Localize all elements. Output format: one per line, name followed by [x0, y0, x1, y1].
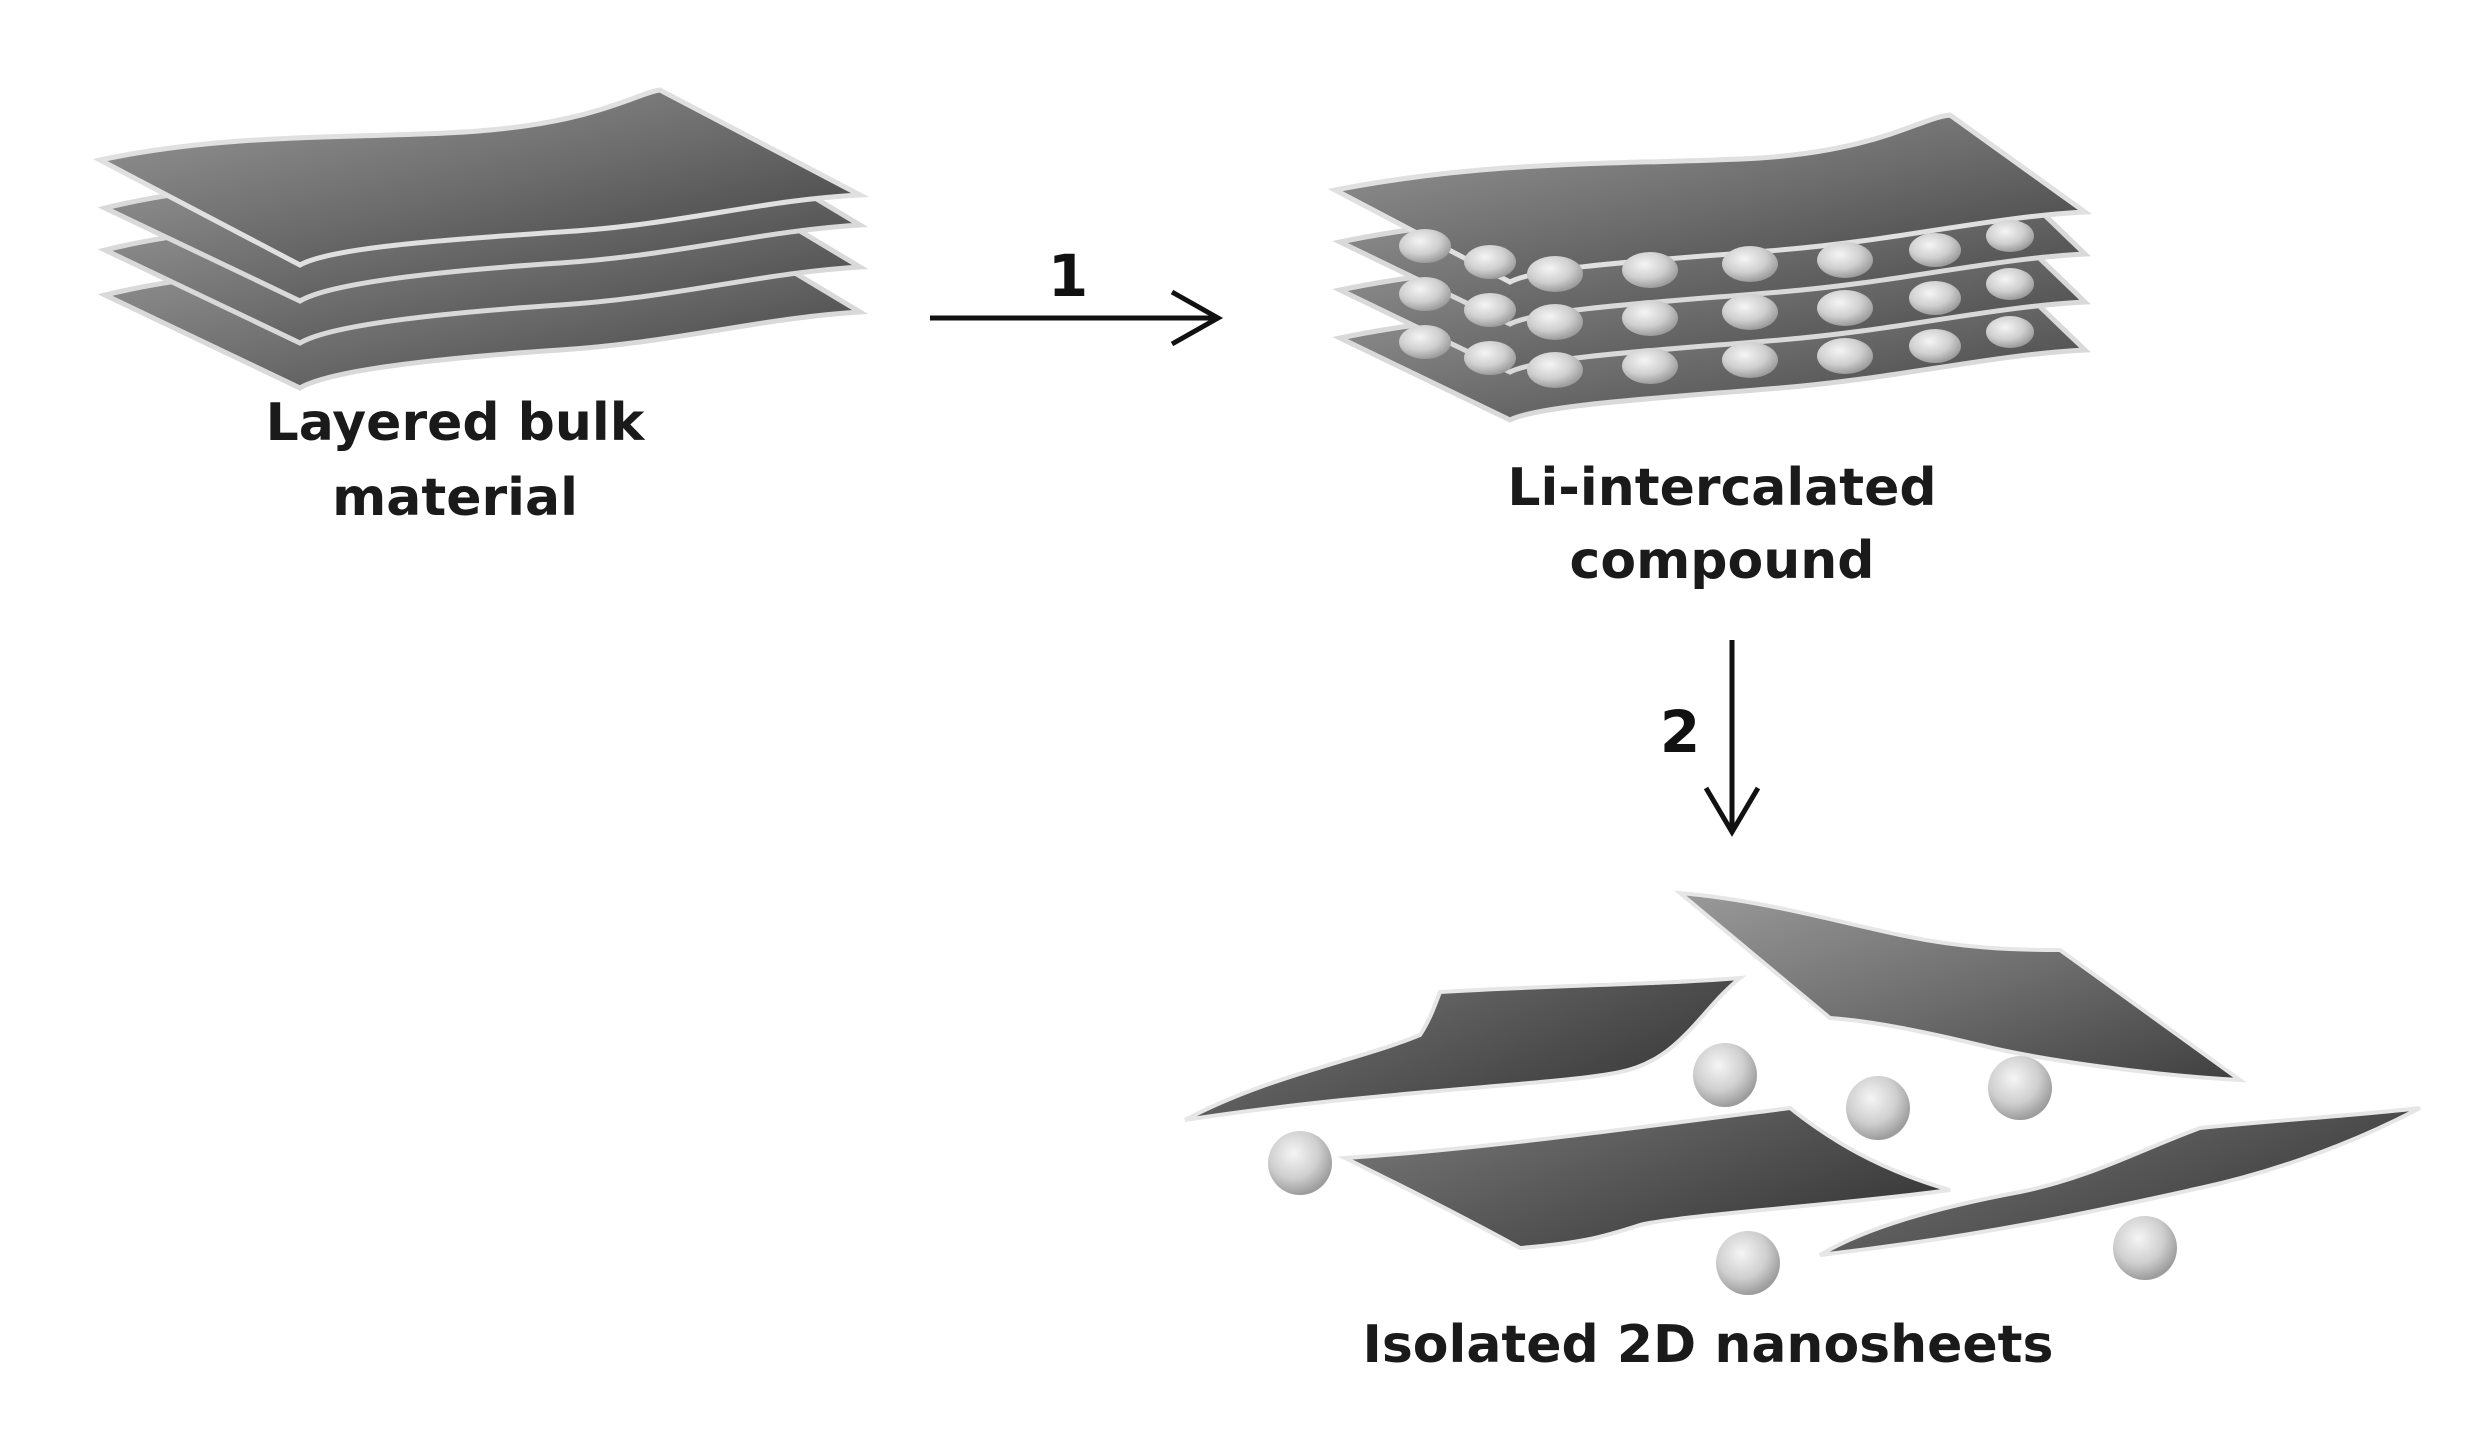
step-2-label: 2	[1660, 698, 1700, 766]
nanosheet-top-right	[1673, 890, 2247, 1083]
li-ion	[1527, 304, 1583, 340]
li-ion	[1399, 229, 1451, 263]
bulk-caption-line2: material	[332, 468, 578, 528]
li-ion	[1986, 316, 2034, 348]
li-ion	[1464, 341, 1516, 375]
li-ion	[1722, 246, 1778, 282]
intercalated-li-ions	[1399, 220, 2034, 388]
free-li-ions	[1268, 1043, 2177, 1295]
nanosheets-caption: Isolated 2D nanosheets	[1362, 1315, 2053, 1375]
step-1-arrow	[930, 289, 1224, 347]
isolated-nanosheets	[1184, 890, 2421, 1295]
nanosheet-top-left	[1184, 975, 1747, 1122]
li-ion	[1846, 1076, 1910, 1140]
li-ion	[1399, 277, 1451, 311]
li-ion	[1722, 342, 1778, 378]
li-ion	[1716, 1231, 1780, 1295]
li-ion	[1622, 252, 1678, 288]
li-ion	[1909, 281, 1961, 315]
li-ion	[1988, 1056, 2052, 1120]
layered-bulk-stack	[92, 87, 870, 391]
nanosheet-right	[1818, 1106, 2421, 1257]
li-ion	[1622, 300, 1678, 336]
li-ion	[1817, 338, 1873, 374]
li-ion	[1464, 245, 1516, 279]
intercalated-stack	[1327, 112, 2093, 423]
li-ion	[1722, 294, 1778, 330]
li-ion	[1399, 325, 1451, 359]
bulk-caption-line1: Layered bulk	[266, 393, 646, 453]
li-ion	[1268, 1131, 1332, 1195]
li-ion	[1986, 268, 2034, 300]
li-ion	[1986, 220, 2034, 252]
intercalated-caption-line1: Li-intercalated	[1507, 458, 1936, 518]
li-ion	[1527, 352, 1583, 388]
step-2-arrow	[1703, 640, 1761, 837]
li-ion	[1693, 1043, 1757, 1107]
li-ion	[1909, 329, 1961, 363]
nanosheet-middle	[1337, 1105, 1951, 1251]
step-1-label: 1	[1048, 242, 1088, 310]
intercalated-caption-line2: compound	[1570, 531, 1875, 591]
li-ion	[1909, 233, 1961, 267]
li-ion	[1527, 256, 1583, 292]
bulk-sheet-1	[92, 87, 870, 268]
li-ion	[1817, 242, 1873, 278]
li-ion	[1464, 293, 1516, 327]
li-ion	[2113, 1216, 2177, 1280]
li-ion	[1817, 290, 1873, 326]
li-ion	[1622, 348, 1678, 384]
